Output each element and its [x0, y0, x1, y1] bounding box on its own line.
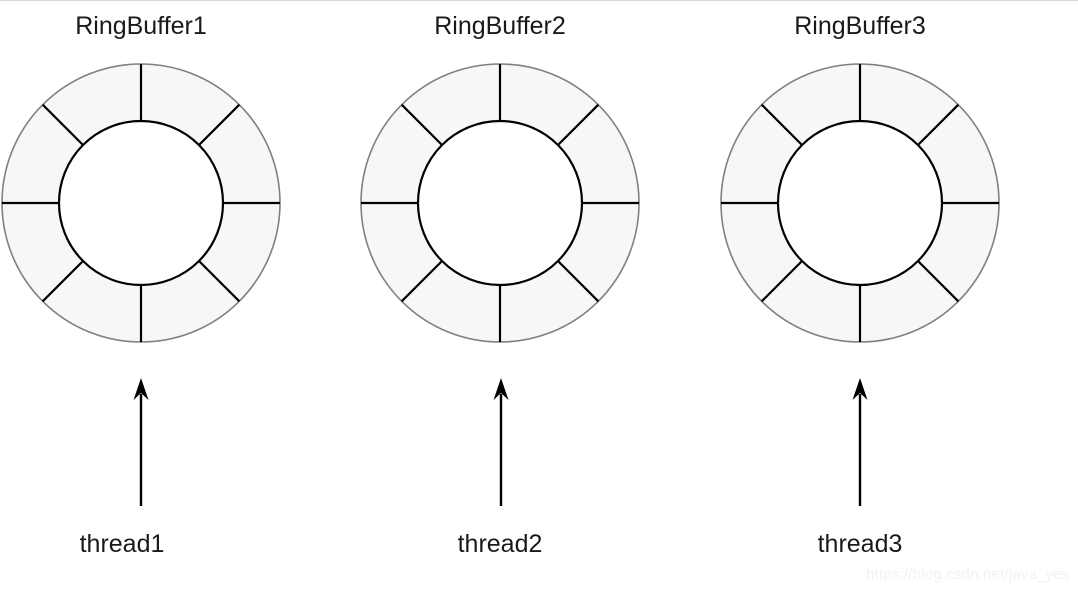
ring-title-2: RingBuffer2 [434, 12, 566, 40]
thread-arrow-head [493, 378, 509, 400]
thread-label-3: thread3 [817, 530, 903, 558]
ring-title-3: RingBuffer3 [794, 12, 926, 40]
ring-title-1: RingBuffer1 [75, 12, 207, 40]
ring-inner-circle [57, 119, 225, 287]
ring-inner-circle [416, 119, 584, 287]
ring-segment-divider [557, 260, 600, 303]
ring-segment-divider [917, 103, 960, 146]
ring-segment-divider [760, 260, 803, 303]
ring-segment-divider [41, 103, 84, 146]
thread-arrow-head [852, 378, 868, 400]
thread-label-1: thread1 [79, 530, 165, 558]
ring-buffer-3 [720, 63, 1000, 506]
ring-segment-divider [917, 260, 960, 303]
thread-arrow-head [133, 378, 149, 400]
ring-segment-divider [760, 103, 803, 146]
ring-segment-divider [557, 103, 600, 146]
ring-segment-divider [400, 260, 443, 303]
ring-segment-divider [400, 103, 443, 146]
thread-label-2: thread2 [457, 530, 543, 558]
ring-buffer-1 [1, 63, 281, 506]
ring-segment-divider [41, 260, 84, 303]
top-divider-rule [0, 0, 1078, 1]
ring-segment-divider [198, 260, 241, 303]
ring-segment-divider [198, 103, 241, 146]
ring-inner-circle [776, 119, 944, 287]
watermark-text: https://blog.csdn.net/java_yes [866, 566, 1070, 583]
ring-buffer-2 [360, 63, 640, 506]
